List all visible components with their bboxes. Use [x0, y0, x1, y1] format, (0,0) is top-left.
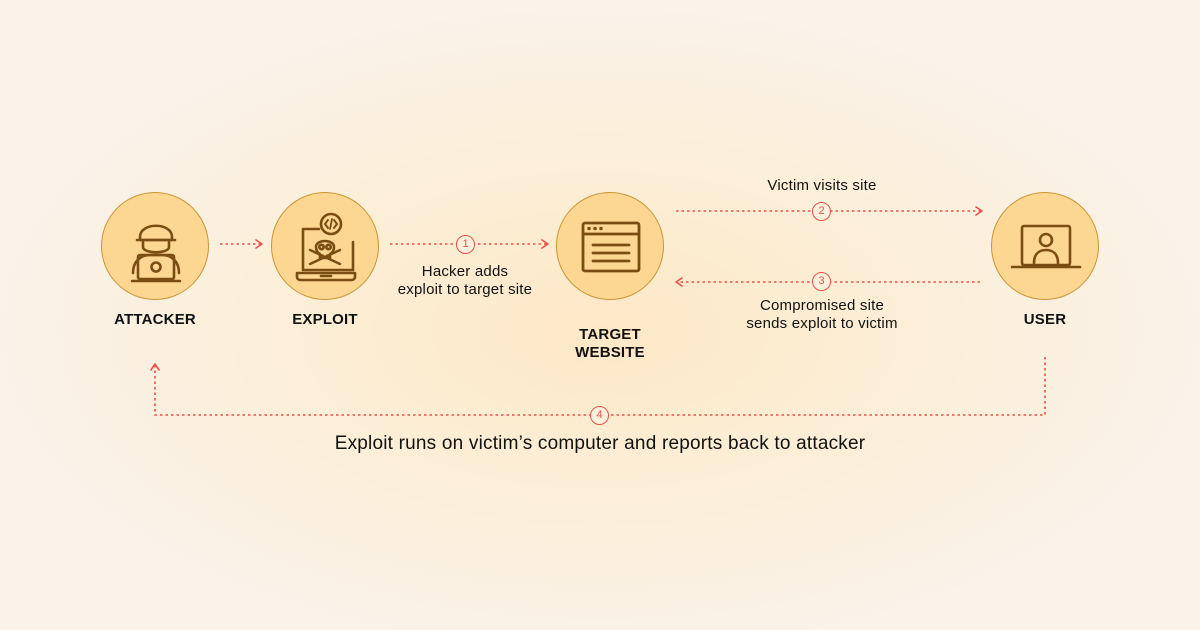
- target-website-label: TARGET WEBSITE: [575, 326, 645, 361]
- step-3-label: Compromised site sends exploit to victim: [746, 297, 898, 332]
- user-label: USER: [1023, 311, 1067, 328]
- step-badge-1: 1: [456, 235, 475, 254]
- target-website-node: [556, 192, 664, 300]
- step-badge-4: 4: [590, 406, 609, 425]
- step-badge-2: 2: [812, 202, 831, 221]
- step-badge-3: 3: [812, 272, 831, 291]
- skull-laptop-icon: [295, 212, 357, 282]
- exploit-node: [271, 192, 379, 300]
- attacker-label: ATTACKER: [114, 311, 196, 328]
- exploit-label: EXPLOIT: [292, 311, 358, 328]
- attacker-node: [101, 192, 209, 300]
- hooded-hacker-icon: [130, 224, 182, 283]
- user-laptop-icon: [1010, 224, 1082, 269]
- step-2-label: Victim visits site: [767, 177, 877, 194]
- step-4-caption: Exploit runs on victim’s computer and re…: [334, 433, 866, 454]
- browser-window-icon: [581, 221, 641, 273]
- step-1-label: Hacker adds exploit to target site: [397, 263, 533, 298]
- user-node: [991, 192, 1099, 300]
